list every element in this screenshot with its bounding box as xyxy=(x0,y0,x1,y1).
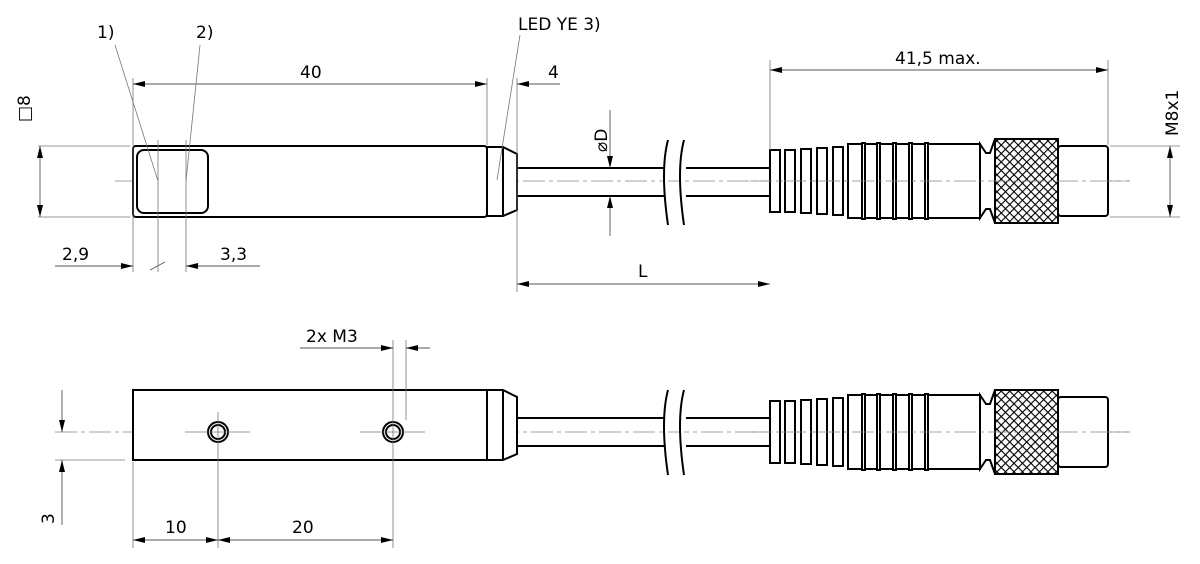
led-label: LED YE 3) xyxy=(518,15,601,35)
ref-2-label: 2) xyxy=(196,23,213,43)
m8-connector-side xyxy=(750,389,1130,475)
dim-40-label: 40 xyxy=(300,63,322,83)
m8-connector xyxy=(750,138,1130,224)
cable xyxy=(517,139,770,226)
connector-ring xyxy=(908,393,913,471)
dim-2-9-label: 2,9 xyxy=(62,245,89,265)
dim-3-3-label: 3,3 xyxy=(220,245,247,265)
dim-thread-label: M8x1 xyxy=(1163,90,1183,136)
dim-connector-label: 41,5 max. xyxy=(895,49,981,69)
dim-3-label: 3 xyxy=(39,513,59,524)
screws-label: 2x M3 xyxy=(306,327,358,347)
dim-L-label: L xyxy=(638,262,648,282)
sensor-body-side xyxy=(132,389,488,461)
dim-cable-diameter-label: ⌀D xyxy=(592,129,612,152)
sensor-side-view xyxy=(55,340,1130,548)
sensor-top-view xyxy=(37,34,1180,292)
sensing-face xyxy=(136,149,209,214)
dim-20-label: 20 xyxy=(292,518,314,538)
dim-10-label: 10 xyxy=(165,518,187,538)
ref-1-label: 1) xyxy=(97,23,114,43)
dim-square-label: □8 xyxy=(15,95,35,122)
connector-ring xyxy=(908,142,913,220)
dim-4-label: 4 xyxy=(548,63,559,83)
